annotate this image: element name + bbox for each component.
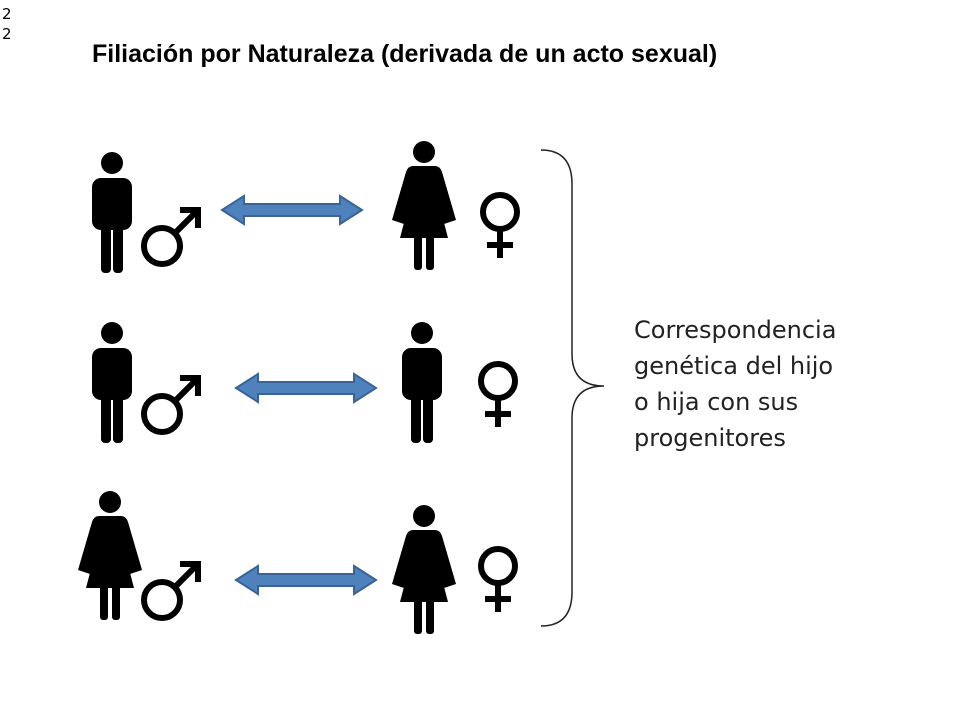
mars-icon	[144, 210, 198, 264]
double-arrow-icon	[235, 373, 377, 403]
caption-line: Correspondencia	[634, 316, 837, 344]
page-title: Filiación por Naturaleza (derivada de un…	[92, 40, 718, 68]
mars-icon	[144, 378, 198, 432]
caption: Correspondencia genética del hijo o hija…	[634, 312, 894, 456]
curly-brace	[540, 149, 605, 627]
double-arrow-icon	[221, 195, 363, 225]
man-icon	[402, 322, 442, 443]
woman-icon	[392, 505, 456, 634]
double-arrow-icon	[235, 565, 377, 595]
venus-icon	[481, 364, 515, 427]
caption-line: o hija con sus	[634, 388, 799, 416]
caption-line: genética del hijo	[634, 352, 834, 380]
man-icon	[92, 322, 132, 443]
man-icon	[92, 152, 132, 273]
woman-icon	[78, 491, 142, 620]
venus-icon	[483, 195, 517, 258]
woman-icon	[392, 141, 456, 270]
caption-line: progenitores	[634, 424, 786, 452]
venus-icon	[481, 549, 515, 612]
mars-icon	[144, 564, 198, 618]
slide-number: 22	[2, 5, 12, 43]
